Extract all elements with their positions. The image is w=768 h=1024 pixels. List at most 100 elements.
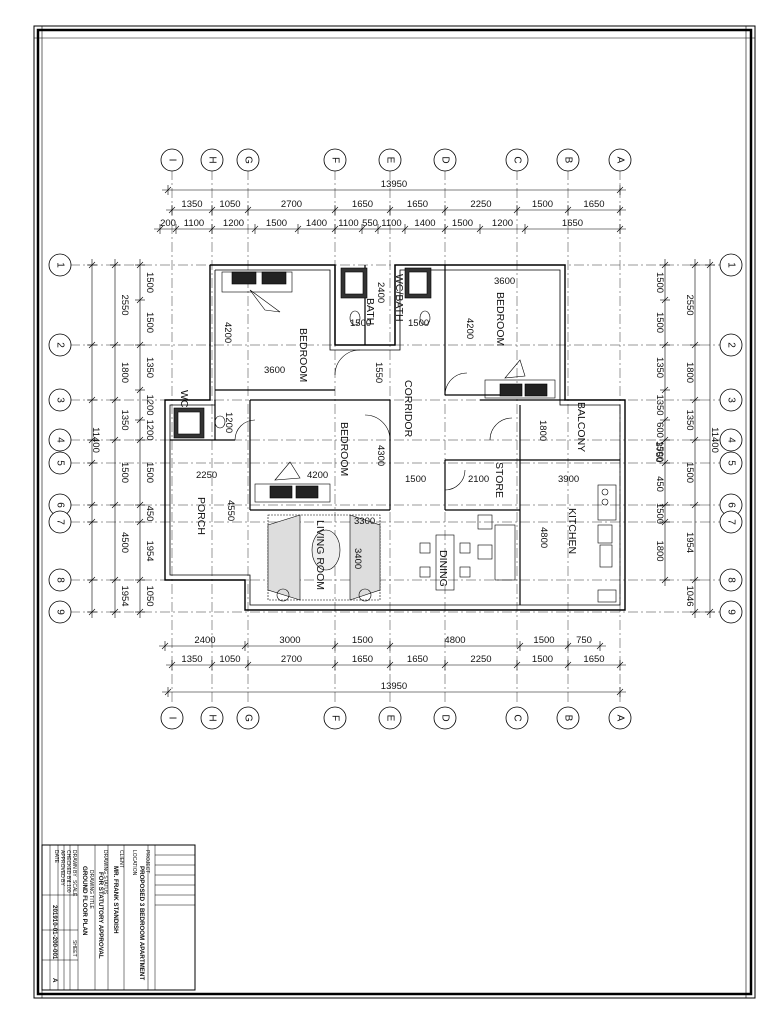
grid-label-col: F <box>330 157 341 163</box>
grid-label-row: 5 <box>55 460 66 466</box>
grid-bubble-row <box>719 388 743 412</box>
grid-label-col: C <box>512 714 523 721</box>
grid-label-col: C <box>512 156 523 163</box>
grid-bubble-col <box>378 148 402 172</box>
title-block: PROJECT PROPOSED 3 BEDROOM APARTMENT LOC… <box>41 844 196 991</box>
dim-corridor-1550: 1550 <box>373 362 384 383</box>
dimension-label: 1200 <box>492 218 513 229</box>
room-bedroom-1: BEDROOM <box>297 328 309 382</box>
dim-living-top: 3400 <box>352 548 363 569</box>
dimension-label: 600 <box>654 422 665 438</box>
grid-label-col: E <box>385 157 396 164</box>
grid-label-col: B <box>563 157 574 164</box>
dimension-label: 3000 <box>279 635 300 646</box>
dim-kitchen-h: 4800 <box>538 527 549 548</box>
dimension-label: 450 <box>144 506 155 522</box>
grid-label-row: 2 <box>726 342 737 348</box>
grid-label-row: 5 <box>726 460 737 466</box>
grid-label-col: E <box>385 715 396 722</box>
dimension-label: 1650 <box>583 199 604 210</box>
dimension-label: 4500 <box>119 532 130 553</box>
grid-label-row: 4 <box>726 437 737 443</box>
dim-bath-h: 2400 <box>375 282 386 303</box>
grid-label-row: 9 <box>55 609 66 615</box>
dimension-label: 1350 <box>181 654 202 665</box>
dim-bed3-w: 4200 <box>307 470 328 481</box>
tb-client-label: CLIENT <box>118 850 124 868</box>
tb-drawing-no: 201910-01-200-001 <box>51 905 58 960</box>
dim-store-w: 2100 <box>468 474 489 485</box>
grid-bubble-col <box>236 706 260 730</box>
tb-sheet-label: SHEET <box>71 940 77 957</box>
dim-kitchen-w: 3900 <box>558 474 579 485</box>
grid-label-row: 6 <box>726 502 737 508</box>
dimension-label: 1050 <box>219 654 240 665</box>
grid-bubble-col <box>200 148 224 172</box>
dimension-label: 1350 <box>654 357 665 378</box>
dimension-label: 1500 <box>654 312 665 333</box>
dim-porch-w: 2250 <box>196 470 217 481</box>
tb-client: MR. FRANK STANDISH <box>112 866 119 934</box>
dimension-label: 2550 <box>684 294 695 315</box>
tb-revision: A <box>51 978 58 983</box>
room-porch: PORCH <box>195 497 207 535</box>
grid-bubble-row <box>48 253 72 277</box>
grid-label-col: I <box>167 717 178 720</box>
dimension-label: 1200 <box>144 394 155 415</box>
room-wc-bath: WC/BATH <box>393 274 405 322</box>
room-dining: DINING <box>437 550 449 587</box>
dimension-label: 450 <box>654 476 665 492</box>
tb-status: FOR STATUTORY APPROVAL <box>97 872 104 959</box>
dim-bath-w1: 1500 <box>350 318 371 329</box>
grid-label-row: 3 <box>726 397 737 403</box>
dimension-label: 1100 <box>184 218 204 229</box>
dim-bed1-w: 3600 <box>264 365 285 376</box>
dim-balcony-h: 1800 <box>537 420 548 441</box>
dimension-label: 1650 <box>562 218 583 229</box>
grid-bubble-row <box>48 600 72 624</box>
dimension-label: 1650 <box>583 654 604 665</box>
tb-drawing-title-label: DRAWING TITLE <box>88 870 94 910</box>
grid-bubble-row <box>719 510 743 534</box>
grid-bubble-col <box>323 148 347 172</box>
grid-bubble-col <box>556 706 580 730</box>
grid-label-row: 3 <box>55 397 66 403</box>
dimension-label: 1200 <box>144 419 155 440</box>
dimension-label: 1500 <box>144 272 155 293</box>
grid-bubble-col <box>200 706 224 730</box>
grid-bubble-row <box>48 428 72 452</box>
grid-label-col: I <box>167 159 178 162</box>
room-labels: BEDROOM BEDROOM BEDROOM BATH WC/BATH WC … <box>178 274 587 590</box>
tb-drawing-title: GROUND FLOOR PLAN <box>81 866 88 936</box>
dimension-label: 1400 <box>306 218 327 229</box>
dimension-label: 1400 <box>414 218 435 229</box>
grid-bubble-col <box>378 706 402 730</box>
tb-location-label: LOCATION <box>131 850 137 876</box>
grid-label-row: 4 <box>55 437 66 443</box>
grid-label-col: F <box>330 715 341 721</box>
tb-project-label: PROJECT <box>144 850 150 873</box>
grid-bubble-col <box>323 706 347 730</box>
dimension-label: 750 <box>576 635 592 646</box>
dimension-label: 1500 <box>654 272 665 293</box>
walls <box>164 264 626 611</box>
grid-bubble-col <box>160 148 184 172</box>
grid-bubble-row <box>48 510 72 534</box>
room-bedroom-2: BEDROOM <box>494 292 506 346</box>
dimension-label: 2400 <box>194 635 215 646</box>
dimension-label: 2250 <box>470 199 491 210</box>
dimension-label: 1350 <box>654 394 665 415</box>
dimension-label: 1100 <box>338 218 358 229</box>
grid-bubble-row <box>719 253 743 277</box>
dimension-label: 1500 <box>119 462 130 483</box>
grid-label-col: H <box>207 156 218 163</box>
grid-bubble-row <box>48 568 72 592</box>
dim-wc-1200: 1200 <box>223 412 234 433</box>
grid-bubble-row <box>48 388 72 412</box>
room-corridor: CORRIDOR <box>402 380 414 438</box>
dimension-label: 1954 <box>144 540 155 561</box>
room-bath: BATH <box>364 298 376 325</box>
grid-label-col: D <box>440 714 451 721</box>
